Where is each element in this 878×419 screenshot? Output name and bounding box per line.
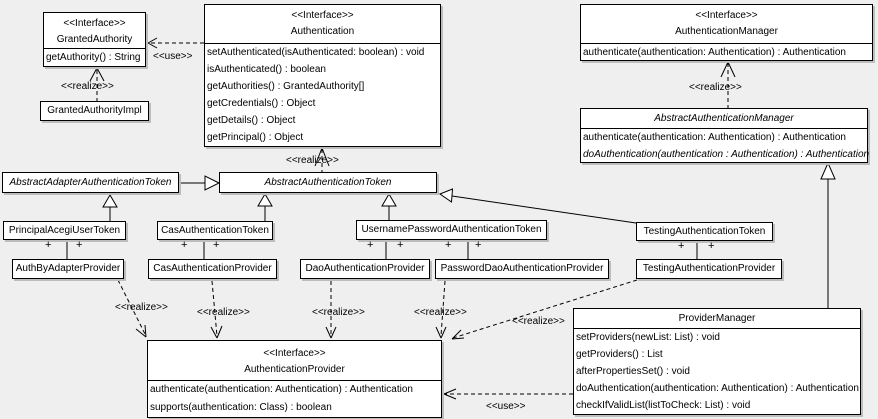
generalization-testing-to-abstracttoken: [438, 188, 637, 224]
multiplicity-plus: +: [213, 239, 220, 251]
class-box-authentication-manager[interactable]: <<Interface>> AuthenticationManager auth…: [580, 4, 873, 61]
method: getPrincipal() : Object: [207, 132, 304, 143]
realize-label: <<realize>>: [197, 307, 250, 318]
method: getDetails() : Object: [207, 115, 296, 126]
class-box-authentication-provider[interactable]: <<Interface>> AuthenticationProvider aut…: [147, 340, 442, 418]
multiplicity-plus: +: [445, 239, 452, 251]
realize-casprovider: [210, 280, 223, 339]
class-box-authentication[interactable]: <<Interface>> Authentication setAuthenti…: [204, 4, 441, 147]
realize-label: <<realize>>: [115, 302, 168, 313]
method: doAuthentication(authentication : Authen…: [583, 149, 870, 160]
realize-label: <<realize>>: [689, 82, 742, 93]
class-name: PrincipalAcegiUserToken: [8, 224, 121, 236]
realize-testingprovider: [451, 279, 638, 340]
method: afterPropertiesSet() : void: [576, 366, 690, 377]
class-name: TestingAuthenticationToken: [643, 225, 766, 237]
stereotype: <<Interface>>: [263, 348, 326, 359]
class-name: AbstractAuthenticationToken: [264, 176, 392, 188]
class-box-granted-authority[interactable]: <<Interface>> GrantedAuthority getAuthor…: [43, 12, 146, 67]
realize-label: <<realize>>: [414, 307, 467, 318]
class-box-abstract-authentication-token[interactable]: AbstractAuthenticationToken: [219, 172, 437, 193]
stereotype: <<Interface>>: [291, 10, 354, 21]
method: getProviders() : List: [576, 349, 663, 360]
class-box-abstract-adapter-authentication-token[interactable]: AbstractAdapterAuthenticationToken: [2, 172, 179, 193]
class-name: AuthenticationManager: [675, 26, 778, 37]
method: setProviders(newList: List) : void: [576, 332, 720, 343]
class-box-cas-authentication-token[interactable]: CasAuthenticationToken: [157, 221, 273, 240]
realize-abstracttoken-authentication: [314, 147, 330, 172]
multiplicity-plus: +: [367, 239, 374, 251]
generalization-providermanager-to-abstractmanager: [820, 161, 836, 308]
class-name: AuthByAdapterProvider: [15, 263, 121, 274]
realize-passworddaoprovider: [435, 280, 447, 339]
class-name: PasswordDaoAuthenticationProvider: [440, 263, 604, 274]
class-box-auth-by-adapter-provider[interactable]: AuthByAdapterProvider: [12, 259, 124, 279]
use-authentication-grantedauthority: [147, 37, 204, 49]
class-name: TestingAuthenticationProvider: [642, 263, 776, 274]
multiplicity-plus: +: [678, 240, 685, 252]
generalization-adapter-to-token: [179, 175, 221, 191]
method: supports(authentication: Class) : boolea…: [150, 402, 332, 413]
class-name: ProviderManager: [678, 313, 756, 324]
class-name: AbstractAuthenticationManager: [654, 113, 794, 124]
class-box-provider-manager[interactable]: ProviderManager setProviders(newList: Li…: [573, 308, 861, 415]
class-box-principal-acegi-user-token[interactable]: PrincipalAcegiUserToken: [3, 221, 126, 240]
class-box-password-dao-authentication-provider[interactable]: PasswordDaoAuthenticationProvider: [435, 259, 609, 279]
use-providermanager-authenticationprovider: [443, 388, 573, 400]
class-box-testing-authentication-token[interactable]: TestingAuthenticationToken: [636, 222, 773, 241]
generalization-cas-to-abstracttoken: [257, 193, 273, 221]
class-name: AuthenticationProvider: [244, 364, 345, 375]
generalization-usernamepassword-to-abstracttoken: [381, 193, 397, 220]
method: getCredentials() : Object: [207, 98, 316, 109]
class-name: GrantedAuthorityImpl: [47, 105, 142, 116]
class-name: AbstractAdapterAuthenticationToken: [9, 176, 172, 188]
multiplicity-plus: +: [45, 239, 52, 251]
method: doAuthentication(authentication: Authent…: [576, 383, 859, 394]
class-name: CasAuthenticationProvider: [153, 263, 272, 274]
method: authenticate(authentication: Authenticat…: [150, 384, 413, 395]
multiplicity-plus: +: [708, 240, 715, 252]
stereotype: <<Interface>>: [63, 18, 126, 29]
class-name: GrantedAuthority: [56, 34, 133, 45]
generalization-principal-to-adapter: [102, 194, 118, 221]
use-label: <<use>>: [153, 51, 193, 62]
method: getAuthority() : String: [46, 52, 141, 63]
realize-label: <<realize>>: [312, 307, 365, 318]
method: checkIfValidList(listToCheck: List) : vo…: [576, 400, 751, 411]
class-box-cas-authentication-provider[interactable]: CasAuthenticationProvider: [148, 259, 277, 279]
multiplicity-plus: +: [181, 239, 188, 251]
class-name: Authentication: [290, 26, 355, 37]
use-label: <<use>>: [486, 401, 526, 412]
class-box-abstract-authentication-manager[interactable]: AbstractAuthenticationManager authentica…: [580, 108, 870, 163]
multiplicity-plus: +: [397, 239, 404, 251]
multiplicity-plus: +: [76, 239, 83, 251]
class-name: UsernamePasswordAuthenticationToken: [361, 224, 542, 235]
class-box-dao-authentication-provider[interactable]: DaoAuthenticationProvider: [300, 259, 430, 279]
realize-grantedauthorityimpl: [89, 67, 105, 101]
realize-label: <<realize>>: [61, 81, 114, 92]
class-box-username-password-authentication-token[interactable]: UsernamePasswordAuthenticationToken: [356, 220, 547, 240]
realize-daoprovider: [325, 281, 337, 339]
method: getAuthorities() : GrantedAuthority[]: [207, 81, 365, 92]
realize-authbyadapterprovider: [117, 279, 147, 338]
class-box-granted-authority-impl[interactable]: GrantedAuthorityImpl: [40, 101, 149, 121]
method: authenticate(authentication: Authenticat…: [583, 132, 846, 143]
class-name: CasAuthenticationToken: [161, 224, 269, 236]
method: isAuthenticated() : boolean: [207, 64, 326, 75]
stereotype: <<Interface>>: [695, 10, 758, 21]
realize-label: <<realize>>: [286, 155, 339, 166]
method: setAuthenticated(isAuthenticated: boolea…: [207, 47, 425, 58]
multiplicity-plus: +: [475, 239, 482, 251]
realize-label: <<realize>>: [512, 316, 565, 327]
method: authenticate(authentication: Authenticat…: [583, 47, 846, 58]
class-name: DaoAuthenticationProvider: [305, 263, 425, 274]
realize-abstractmanager-authenticationmanager: [720, 61, 736, 108]
class-box-testing-authentication-provider[interactable]: TestingAuthenticationProvider: [636, 259, 782, 279]
